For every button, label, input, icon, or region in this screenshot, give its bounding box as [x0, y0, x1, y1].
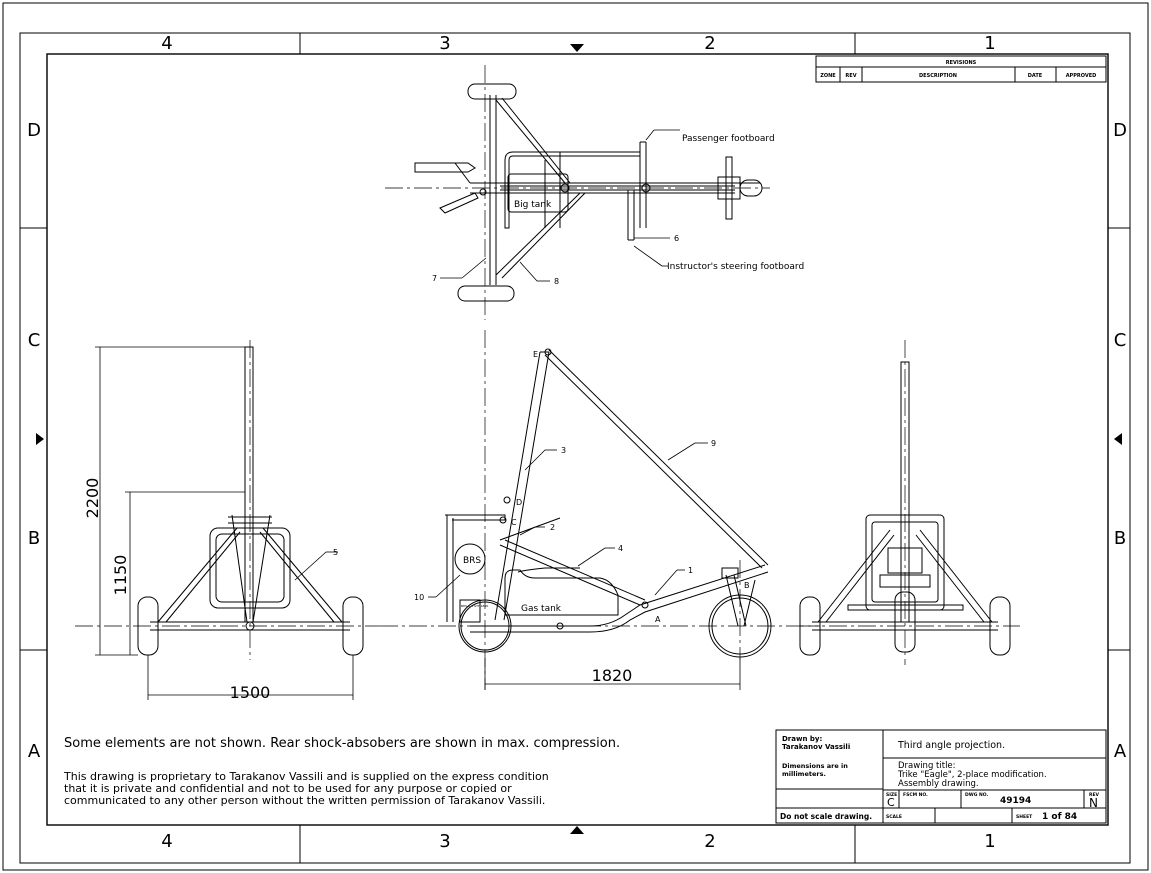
drawing-title-1: Trike "Eagle", 2-place modification.	[897, 770, 1047, 780]
zone-ticks	[20, 33, 1130, 863]
do-not-scale: Do not scale drawing.	[780, 812, 872, 821]
dwg-no: 49194	[1000, 796, 1031, 806]
rev-value: N	[1089, 796, 1098, 810]
part-1-label: 1	[688, 566, 693, 575]
right-center-arrow	[1114, 433, 1122, 445]
rev-col-date: DATE	[1028, 73, 1043, 79]
part-3-label: 3	[561, 446, 566, 455]
part-5-label: 5	[333, 548, 338, 557]
side-view-leaders	[428, 442, 741, 690]
size-value: C	[887, 796, 895, 809]
rear-view-leaders	[294, 551, 338, 581]
point-a-label: A	[655, 615, 661, 624]
front-view-wheel-right	[989, 596, 1011, 656]
drawing-border	[46, 53, 1109, 826]
drawing-title-2: Assembly drawing.	[898, 779, 979, 789]
zone-right-c: C	[1114, 330, 1127, 351]
part-8-label: 8	[554, 277, 559, 286]
rev-col-description: DESCRIPTION	[919, 73, 957, 79]
rev-col-rev: REV	[845, 73, 856, 79]
rev-col-zone: ZONE	[820, 73, 836, 79]
note-not-shown: Some elements are not shown. Rear shock-…	[64, 736, 620, 751]
point-c-label: C	[511, 518, 517, 527]
dim-1500: 1500	[230, 683, 271, 702]
label-instructor-footboard: Instructor's steering footboard	[667, 262, 804, 272]
top-view	[385, 65, 770, 320]
top-rear-wheel-lower	[457, 285, 515, 302]
zone-border	[19, 32, 1131, 864]
label-gas-tank: Gas tank	[521, 604, 562, 614]
part-4-label: 4	[618, 544, 623, 553]
sheet-label: SHEET	[1016, 814, 1033, 820]
note-proprietary-1: This drawing is proprietary to Tarakanov…	[63, 770, 549, 783]
revisions-table: REVISIONS ZONE REV DESCRIPTION DATE APPR…	[815, 55, 1107, 83]
top-view-leaders	[440, 129, 680, 282]
drawn-by-value: Tarakanov Vassili	[782, 743, 850, 751]
label-big-tank: Big tank	[514, 200, 552, 210]
front-view	[799, 340, 1020, 665]
label-passenger-footboard: Passenger footboard	[682, 134, 775, 144]
note-proprietary-2: that it is private and confidential and …	[64, 782, 512, 795]
zone-left-a: A	[28, 741, 41, 762]
sheet-value: 1 of 84	[1042, 812, 1077, 822]
center-arrows	[36, 44, 1122, 834]
part-9-label: 9	[711, 439, 716, 448]
point-d-label: D	[516, 498, 522, 507]
zone-bottom-3: 3	[439, 831, 450, 852]
dimension-lines-rear	[95, 346, 354, 700]
zone-bottom-1: 1	[984, 831, 995, 852]
point-b-label: B	[744, 581, 750, 590]
part-7-label: 7	[432, 274, 437, 283]
projection-text: Third angle projection.	[897, 740, 1005, 751]
dim-1150: 1150	[111, 555, 130, 596]
zone-left-b: B	[28, 528, 40, 549]
label-brs: BRS	[463, 556, 481, 566]
side-view	[380, 330, 820, 690]
dwg-label: DWG NO.	[965, 792, 988, 798]
rear-view	[75, 340, 380, 660]
zone-right-a: A	[1114, 741, 1127, 762]
part-10-label: 10	[414, 593, 424, 602]
title-block	[775, 729, 1107, 824]
zone-top-3: 3	[439, 33, 450, 54]
zone-top-1: 1	[984, 33, 995, 54]
side-front-wheel	[708, 594, 772, 658]
part-2-label: 2	[550, 523, 555, 532]
part-6-label: 6	[674, 234, 679, 243]
label-brs-sub: BRS-6 4 GTT 1800	[461, 604, 488, 608]
zone-right-b: B	[1114, 528, 1126, 549]
note-proprietary-3: communicated to any other person without…	[64, 794, 545, 807]
left-center-arrow	[36, 433, 44, 445]
scale-label: SCALE	[886, 814, 902, 820]
dims-note-2: millimeters.	[782, 770, 826, 778]
rev-col-approved: APPROVED	[1066, 73, 1097, 79]
zone-left-c: C	[28, 330, 41, 351]
zone-top-2: 2	[704, 33, 715, 54]
drawn-by-label: Drawn by:	[782, 735, 822, 743]
dim-1820: 1820	[592, 666, 633, 685]
point-e-label: E	[533, 350, 538, 359]
size-label: SIZE	[886, 792, 897, 798]
top-rear-wheel-upper	[467, 83, 517, 100]
dims-note-1: Dimensions are in	[782, 762, 848, 770]
dim-2200: 2200	[83, 478, 102, 519]
zone-right-d: D	[1113, 120, 1127, 141]
zone-bottom-4: 4	[161, 831, 172, 852]
fscm-label: FSCM NO.	[903, 792, 928, 798]
top-center-arrow	[570, 44, 584, 52]
bottom-center-arrow	[570, 826, 584, 834]
front-view-nose-wheel	[894, 591, 916, 653]
zone-top-4: 4	[161, 33, 172, 54]
zone-bottom-2: 2	[704, 831, 715, 852]
drawing-title-label: Drawing title:	[898, 761, 956, 771]
rev-label: REV	[1089, 792, 1100, 798]
zone-left-d: D	[27, 120, 41, 141]
front-view-wheel-left	[799, 596, 821, 656]
revisions-title: REVISIONS	[946, 60, 977, 66]
